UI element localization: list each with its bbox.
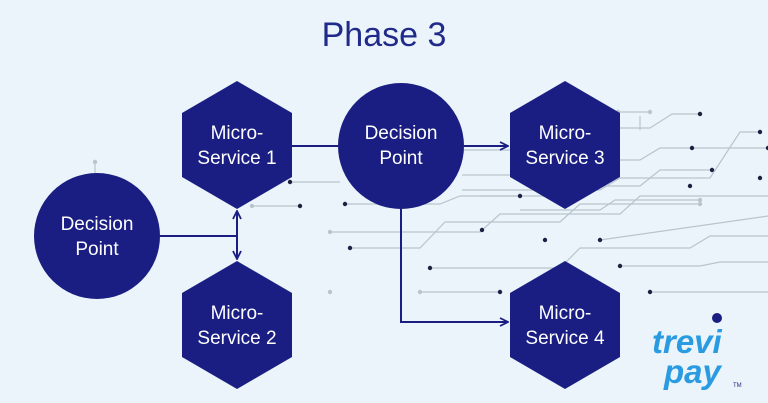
micro4-line1: Micro- bbox=[539, 303, 592, 324]
logo-trademark: TM bbox=[733, 383, 742, 389]
logo-line1: trevi bbox=[652, 323, 723, 360]
micro-service-1: Micro- Service 1 bbox=[182, 81, 292, 209]
micro-service-2: Micro- Service 2 bbox=[182, 261, 292, 389]
circuit-dots bbox=[92, 109, 768, 295]
connector-decision-center-to-micro4 bbox=[400, 209, 508, 322]
micro3-line1: Micro- bbox=[539, 123, 592, 144]
connectors bbox=[160, 146, 508, 322]
micro2-line2: Service 2 bbox=[197, 328, 276, 349]
micro1-line2: Service 1 bbox=[197, 148, 276, 169]
micro-service-4: Micro- Service 4 bbox=[510, 261, 620, 389]
page-title: Phase 3 bbox=[321, 16, 447, 54]
decision-center-line1: Decision bbox=[365, 123, 438, 144]
micro1-line1: Micro- bbox=[211, 123, 264, 144]
decision-point-left: Decision Point bbox=[34, 173, 160, 299]
micro-service-3: Micro- Service 3 bbox=[510, 81, 620, 209]
decision-center-line2: Point bbox=[379, 148, 423, 169]
decision-left-line1: Decision bbox=[61, 214, 134, 235]
trevipay-logo: trevi pay TM bbox=[652, 313, 742, 390]
micro2-line1: Micro- bbox=[211, 303, 264, 324]
logo-dot-icon bbox=[712, 313, 722, 323]
micro4-line2: Service 4 bbox=[525, 328, 605, 349]
micro3-line2: Service 3 bbox=[525, 148, 604, 169]
decision-left-line2: Point bbox=[75, 239, 119, 260]
logo-line2: pay bbox=[663, 353, 723, 390]
decision-point-center: Decision Point bbox=[338, 83, 464, 209]
